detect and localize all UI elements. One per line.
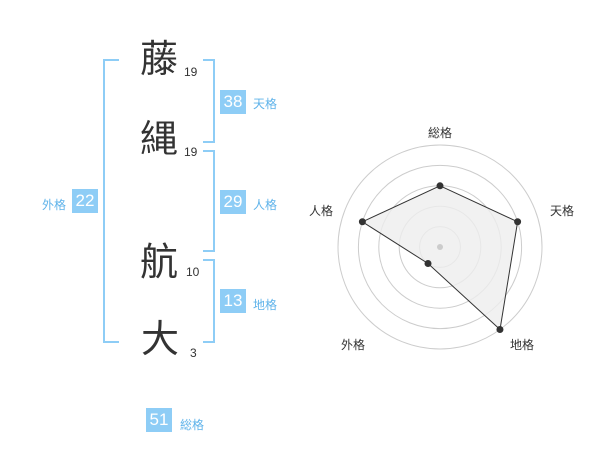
radar-axis-label-soukaku: 総格 (428, 126, 453, 140)
radar-grid-ring (357, 164, 523, 330)
stroke-count-2: 19 (184, 145, 198, 159)
tenkaku-bracket (203, 59, 215, 143)
stroke-count-1: 19 (184, 65, 198, 79)
soukaku-badge: 51 (146, 408, 172, 432)
radar-grid-ring (337, 144, 543, 350)
radar-data-point (436, 182, 444, 190)
radar-data-point (424, 260, 432, 268)
name-char-2: 縄 (140, 117, 179, 161)
jinkaku-label: 人格 (253, 198, 278, 212)
gaikaku-bracket (103, 59, 119, 343)
chikaku-badge: 13 (220, 289, 246, 313)
radar-data-point (514, 218, 522, 226)
tenkaku-label: 天格 (253, 97, 278, 111)
radar-axis-label-chikaku: 地格 (510, 338, 535, 352)
radar-data-point (358, 218, 366, 226)
jinkaku-bracket (203, 150, 215, 252)
name-char-3: 航 (140, 240, 179, 284)
radar-axis-label-gaikaku: 外格 (341, 338, 366, 352)
name-char-4: 大 (141, 317, 180, 361)
tenkaku-badge: 38 (220, 90, 246, 114)
chikaku-bracket (203, 259, 215, 343)
soukaku-label: 総格 (180, 418, 205, 432)
chikaku-label: 地格 (253, 298, 278, 312)
gaikaku-badge: 22 (72, 189, 98, 213)
gaikaku-label: 外格 (42, 198, 67, 212)
radar-data-point (496, 326, 504, 334)
jinkaku-badge: 29 (220, 190, 246, 214)
radar-axis-label-jinkaku: 人格 (309, 204, 334, 218)
radar-data-polygon (361, 185, 519, 331)
radar-center-dot (437, 244, 443, 250)
radar-axis-label-tenkaku: 天格 (550, 204, 575, 218)
name-char-1: 藤 (140, 37, 179, 81)
stroke-count-4: 3 (190, 346, 197, 360)
stroke-count-3: 10 (186, 265, 200, 279)
